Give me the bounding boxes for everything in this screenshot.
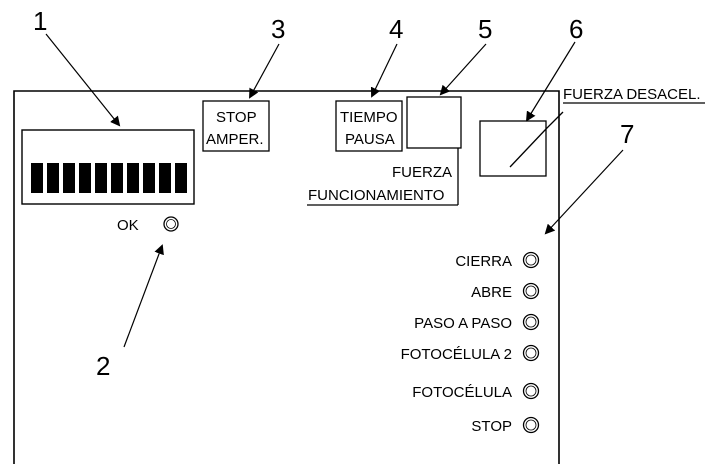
led-abre-inner [525,285,537,297]
led-fotocelula-2-inner [525,347,537,359]
dip-switch [95,163,107,193]
dip-switch [111,163,123,193]
dip-switch-bank [31,163,187,193]
callout-3: 3 [271,14,285,44]
fuerza-funcionamiento-line1: FUERZA [392,164,452,181]
dip-switch [79,163,91,193]
led-fotocelula [522,382,540,400]
dip-switch [47,163,59,193]
led-fotocelula-inner [525,385,537,397]
dip-switch-housing [21,129,195,205]
callout-2: 2 [96,351,110,381]
arrow-4 [370,43,398,98]
arrow-3 [249,43,280,99]
dip-switch [143,163,155,193]
led-cierra [522,251,540,269]
arrow-1 [45,33,121,127]
ok-led-inner [166,219,176,229]
ok-led [163,216,179,232]
callout-7: 7 [620,119,634,149]
ok-label: OK [117,217,139,234]
arrow-6 [525,41,576,122]
board-outline [13,90,560,464]
fuerza-desacel-leader [545,111,564,130]
callout-1: 1 [33,6,47,36]
dip-switch [63,163,75,193]
leader-arrows [45,33,624,348]
tiempo-pausa-box [335,100,403,152]
led-label-fotocelula: FOTOCÉLULA [412,384,512,401]
fuerza-funcionamiento-trimmer [406,96,462,149]
led-label-stop: STOP [471,418,512,435]
callout-5: 5 [478,14,492,44]
led-abre [522,282,540,300]
stop-amper-line1: STOP [216,109,257,126]
led-stop [522,416,540,434]
led-label-abre: ABRE [471,284,512,301]
callout-4: 4 [389,14,403,44]
status-leds [522,251,540,434]
led-label-paso-a-paso: PASO A PASO [414,315,512,332]
led-label-cierra: CIERRA [455,253,512,270]
fuerza-funcionamiento-line2: FUNCIONAMIENTO [308,187,444,204]
dip-switch [31,163,43,193]
dip-switch [159,163,171,193]
callout-6: 6 [569,14,583,44]
led-cierra-inner [525,254,537,266]
fuerza-desacel-needle [509,128,547,168]
stop-amper-line2: AMPER. [206,131,264,148]
led-fotocelula-2 [522,344,540,362]
led-label-fotocelula-2: FOTOCÉLULA 2 [401,346,512,363]
fuerza-desacel-trimmer [479,120,547,177]
arrow-2 [123,244,164,348]
tiempo-pausa-line2: PAUSA [345,131,395,148]
led-paso-a-paso-inner [525,316,537,328]
dip-switch [127,163,139,193]
arrow-7 [544,149,624,235]
tiempo-pausa-line1: TIEMPO [340,109,398,126]
fuerza-desacel-label: FUERZA DESACEL. [563,86,701,103]
stop-amper-box [202,100,270,152]
arrow-5 [439,43,487,96]
led-stop-inner [525,419,537,431]
dip-switch [175,163,187,193]
led-paso-a-paso [522,313,540,331]
